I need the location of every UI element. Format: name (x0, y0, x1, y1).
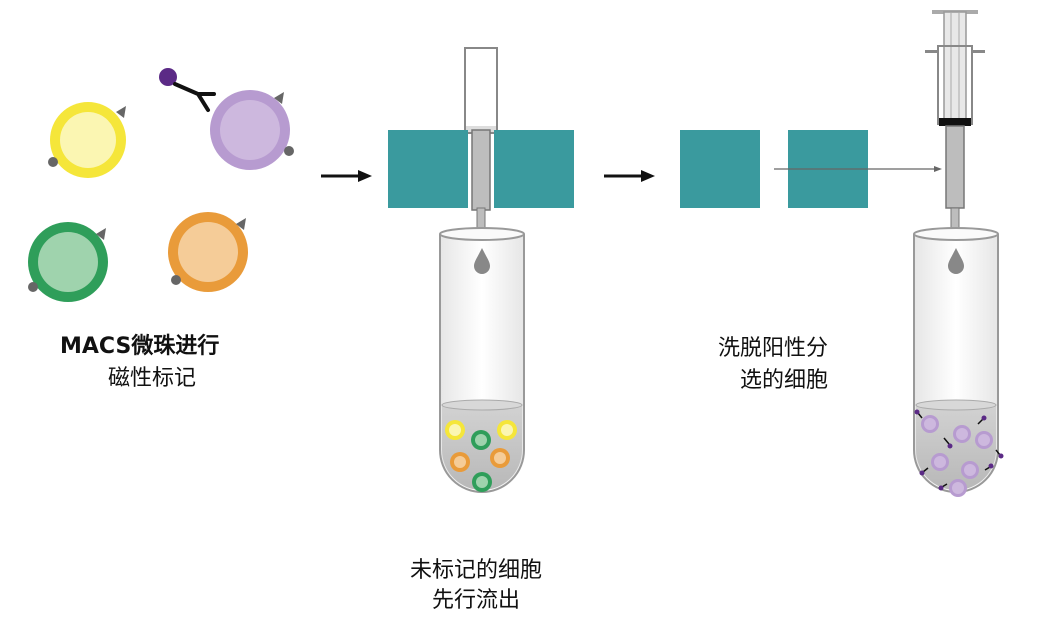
labeled-cells-group (28, 68, 294, 302)
collection-tube-unlabeled (439, 227, 525, 493)
drop-icon-2 (948, 248, 964, 274)
purple-cell-icon (210, 90, 294, 170)
green-cell-icon (28, 222, 108, 302)
drop-icon (474, 248, 490, 274)
plunger-stopper (939, 118, 971, 126)
step-arrow-1 (321, 170, 372, 182)
elution-caption-line2: 选的细胞 (740, 368, 829, 393)
column-body (471, 129, 491, 211)
magnet-right (494, 130, 574, 208)
flowthrough-caption-line2: 先行流出 (432, 588, 521, 613)
magnet-left-removed (680, 130, 760, 208)
labeling-caption-line2: 磁性标记 (108, 366, 197, 391)
labeled-cells-in-tube (914, 409, 1004, 497)
step-arrow-2 (604, 170, 655, 182)
plunger-rod (943, 11, 967, 121)
elution-caption-line1: 洗脱阳性分 (718, 336, 829, 361)
flowthrough-caption-line1: 未标记的细胞 (410, 558, 543, 583)
magnet-column-group (388, 47, 574, 235)
collection-tube-positive (913, 227, 1004, 497)
magnet-removed-group (680, 130, 942, 208)
magnet-left (388, 130, 468, 208)
orange-cell-icon (168, 212, 248, 292)
labeling-caption-line1: MACS微珠进行 (60, 334, 220, 359)
yellow-cell-icon (48, 102, 126, 178)
column-reservoir (464, 47, 498, 134)
unlabeled-cells-in-tube (445, 420, 517, 492)
plunger-column-group (925, 10, 985, 233)
antibody-bead-icon (159, 68, 216, 112)
